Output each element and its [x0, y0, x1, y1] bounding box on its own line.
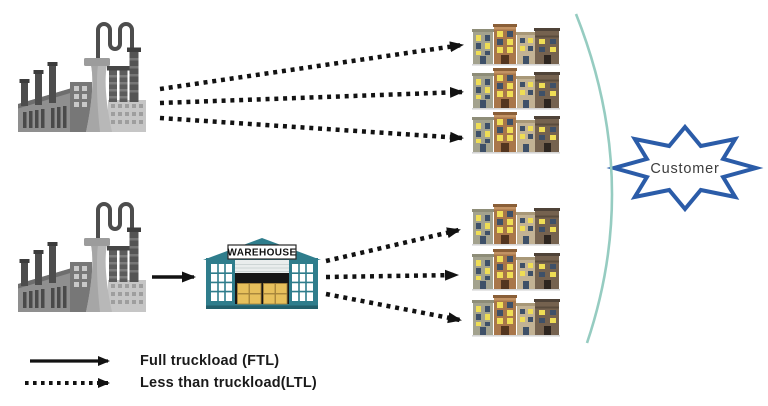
- ltl-arrow-icon: [25, 377, 110, 388]
- buildings-row-icon: [472, 110, 560, 154]
- buildings-row-icon: [472, 293, 560, 337]
- ftl-arrow-icon: [30, 355, 110, 366]
- legend-ftl-label: Full truckload (FTL): [140, 352, 280, 369]
- warehouse-icon: WAREHOUSE: [202, 237, 322, 310]
- buildings-row-icon: [472, 66, 560, 110]
- ltl-arrow: [325, 227, 461, 264]
- legend-ltl-label: Less than truckload(LTL): [140, 374, 317, 391]
- buildings-row-icon: [472, 22, 560, 66]
- warehouse-label: WAREHOUSE: [227, 248, 296, 259]
- buildings-row-icon: [472, 247, 560, 291]
- legend: Full truckload (FTL) Less than truckload…: [22, 351, 317, 392]
- starburst-shape: [606, 123, 764, 213]
- factory-bottom-icon: [12, 198, 148, 314]
- pallet-boxes-icon: [237, 283, 288, 305]
- ltl-arrow: [159, 86, 464, 106]
- buildings-row-icon: [472, 202, 560, 246]
- factory-top-icon: [12, 18, 148, 134]
- ltl-arrow: [325, 269, 459, 281]
- ltl-arrow: [325, 291, 462, 324]
- warehouse-sign: [227, 244, 297, 260]
- legend-ftl-row: Full truckload (FTL): [22, 351, 317, 370]
- ltl-arrow: [159, 115, 464, 143]
- legend-ltl-row: Less than truckload(LTL): [22, 373, 317, 392]
- ltl-arrow: [159, 41, 464, 92]
- customer-star: Customer: [606, 118, 766, 218]
- customer-label: Customer: [650, 161, 719, 177]
